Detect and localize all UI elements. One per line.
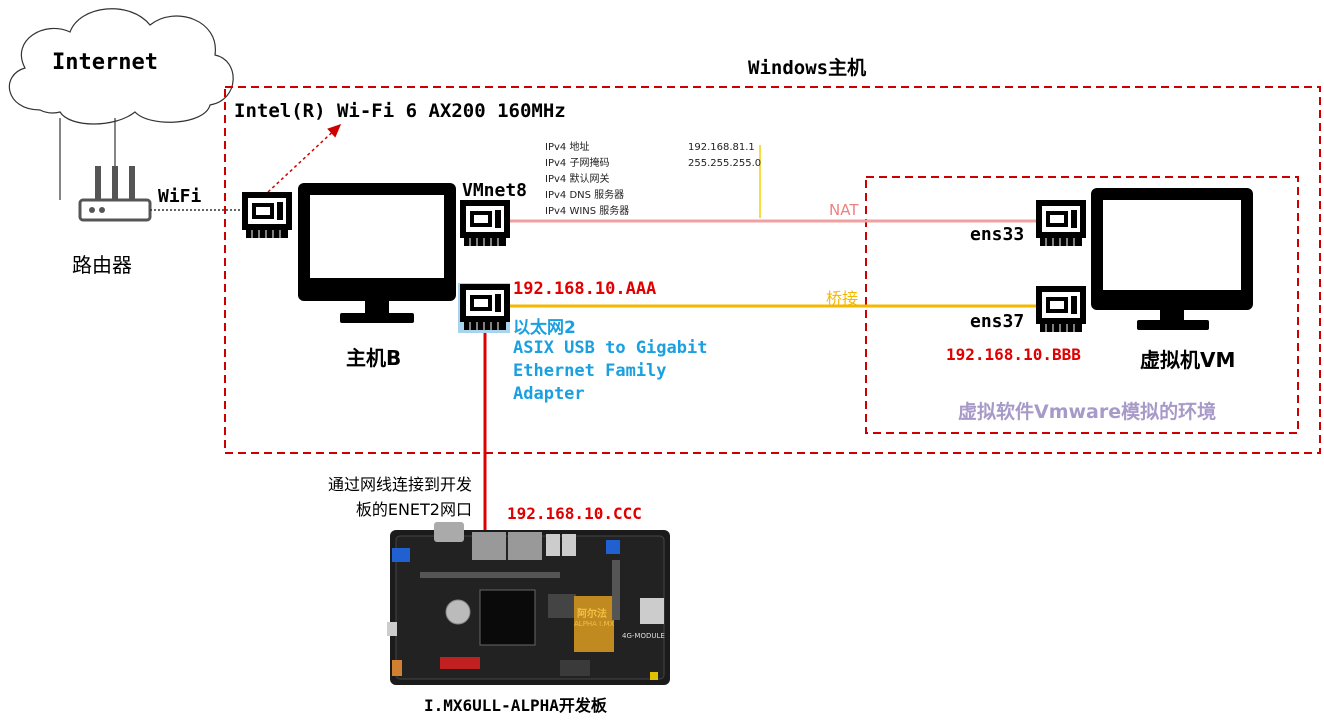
host-b-label: 主机B (346, 346, 402, 370)
cable-note-line: 板的ENET2网口 (355, 500, 472, 519)
ens33-label: ens33 (970, 224, 1025, 245)
ipv4-value: 255.255.255.0 (688, 158, 762, 169)
ens33-nic-icon (1035, 199, 1087, 247)
vm-ip-label: 192.168.10.BBB (946, 345, 1081, 364)
vmnet8-label: VMnet8 (462, 180, 528, 201)
internet-label: Internet (52, 50, 158, 75)
dev-board-icon (387, 522, 670, 685)
board-label: I.MX6ULL-ALPHA开发板 (424, 696, 607, 715)
ipv4-label: IPv4 默认网关 (545, 174, 610, 185)
ipv4-value: 192.168.81.1 (688, 142, 755, 153)
nat-label: NAT (829, 201, 859, 219)
ipv4-label: IPv4 子网掩码 (545, 158, 610, 169)
ethernet2-adapter-label: ASIX USB to Gigabit Ethernet Family Adap… (513, 337, 707, 406)
adapter-line: Adapter (513, 384, 585, 404)
adapter-line: ASIX USB to Gigabit (513, 338, 708, 358)
windows-host-box (224, 86, 1321, 454)
host-ip-label: 192.168.10.AAA (513, 279, 657, 299)
router-icon (78, 166, 152, 222)
cable-note-line: 通过网线连接到开发 (327, 475, 472, 494)
ipv4-label: IPv4 WINS 服务器 (545, 206, 630, 217)
router-label: 路由器 (72, 253, 132, 277)
ipv4-label: IPv4 DNS 服务器 (545, 190, 625, 201)
board-model-silk: ALPHA I.MX (574, 620, 615, 628)
wifi-adapter-arrow (267, 123, 342, 193)
vm-label: 虚拟机VM (1140, 348, 1236, 372)
ipv4-info-labels: IPv4 地址 IPv4 子网掩码 IPv4 默认网关 IPv4 DNS 服务器… (545, 140, 629, 220)
wifi-nic-icon (241, 191, 293, 239)
ethernet2-label: 以太网2 (513, 318, 576, 338)
wifi-label: WiFi (158, 186, 202, 207)
adapter-line: Ethernet Family (513, 361, 667, 381)
bridge-label: 桥接 (826, 289, 859, 308)
ipv4-label: IPv4 地址 (545, 142, 590, 153)
vmnet8-nic-icon (459, 199, 511, 247)
host-b-monitor-icon (298, 183, 456, 323)
vm-monitor-icon (1091, 188, 1253, 330)
wifi-adapter-label: Intel(R) Wi-Fi 6 AX200 160MHz (234, 100, 566, 122)
board-brand-silk: 阿尔法 (577, 609, 607, 620)
board-module-silk: 4G-MODULE (622, 632, 665, 640)
windows-host-label: Windows主机 (748, 57, 867, 79)
ipv4-info-values: 192.168.81.1 255.255.255.0 (688, 140, 761, 172)
vmware-env-label: 虚拟软件Vmware模拟的环境 (958, 401, 1217, 423)
cable-note: 通过网线连接到开发 板的ENET2网口 (292, 472, 472, 522)
board-ip-label: 192.168.10.CCC (507, 504, 642, 523)
ens37-nic-icon (1035, 285, 1087, 333)
internet-cloud-icon (8, 8, 234, 125)
ethernet2-nic-icon (459, 283, 511, 331)
ens37-label: ens37 (970, 311, 1025, 332)
